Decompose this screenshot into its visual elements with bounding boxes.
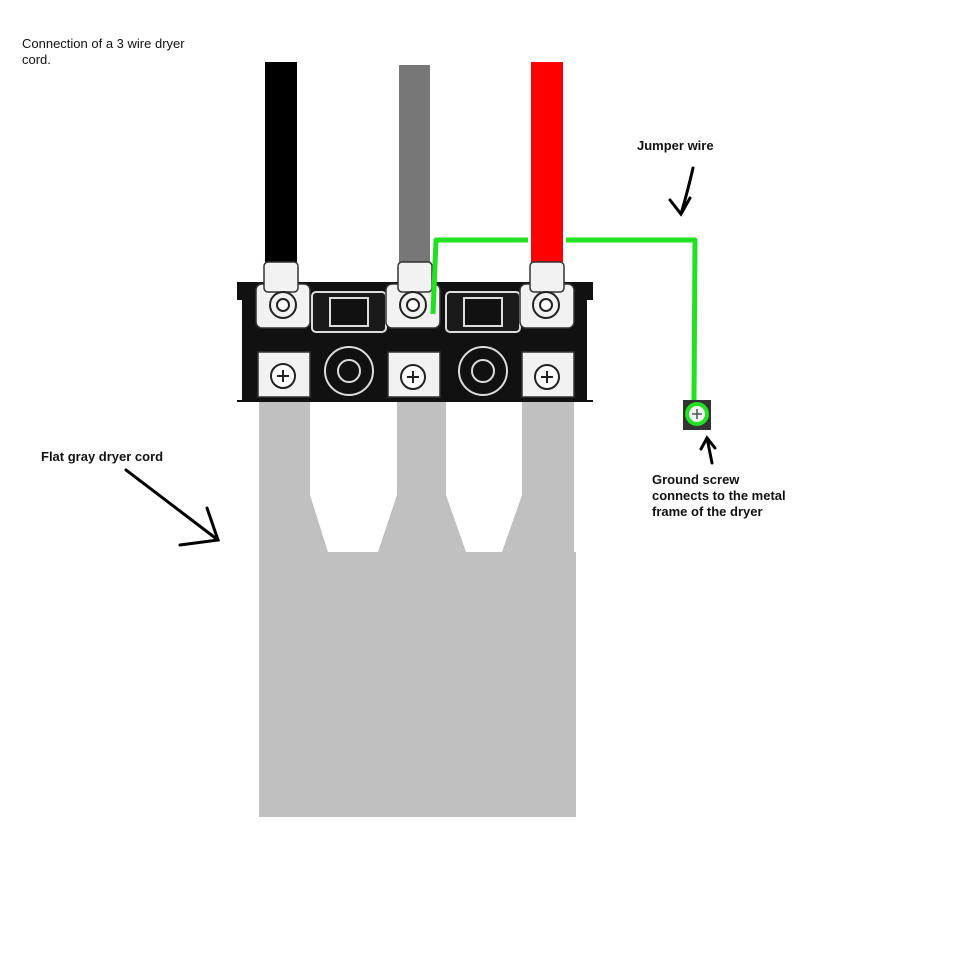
terminal-left: [255, 261, 311, 398]
terminal-center: [385, 261, 441, 398]
black-wire: [265, 62, 297, 262]
terminal-separator-right: [445, 291, 521, 396]
arrow-to-cord: [124, 468, 221, 547]
cord-label: Flat gray dryer cord: [41, 449, 164, 464]
terminal-separator-left: [311, 291, 387, 396]
flat-gray-dryer-cord: [259, 395, 576, 817]
red-wire: [531, 62, 563, 262]
ground-screw-icon: [683, 400, 711, 430]
jumper-wire: [430, 237, 698, 403]
jumper-wire-label: Jumper wire: [637, 138, 714, 153]
gray-wire: [399, 65, 430, 262]
diagram-title: Connection of a 3 wire dryer cord.: [22, 36, 185, 67]
arrow-to-jumper-wire: [668, 166, 695, 217]
arrow-to-ground-screw: [699, 435, 717, 465]
terminal-block: [236, 261, 594, 402]
terminal-right: [519, 261, 575, 398]
ground-screw-label: Ground screw connects to the metal frame…: [652, 472, 786, 519]
